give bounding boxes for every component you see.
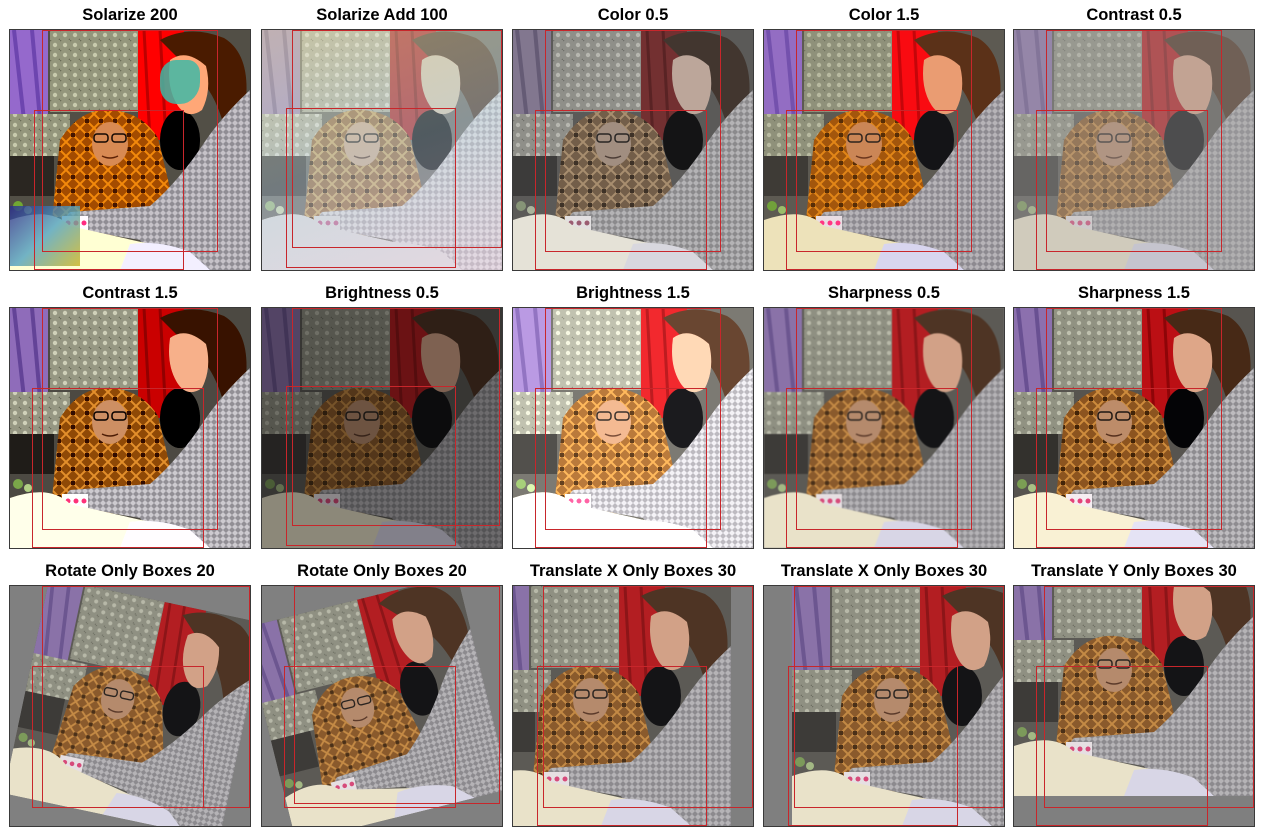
panel-title: Rotate Only Boxes 20 — [297, 562, 467, 580]
panel-title: Color 0.5 — [597, 6, 669, 24]
photo-scene — [262, 586, 502, 826]
augmented-photo — [261, 307, 503, 549]
photo-scene — [764, 30, 1004, 270]
augmented-photo — [9, 585, 251, 827]
augmentation-panel: Color 1.5 — [763, 0, 1005, 272]
augmentation-panel: Translate X Only Boxes 30 — [512, 556, 754, 828]
panel-title: Rotate Only Boxes 20 — [45, 562, 215, 580]
augmentation-panel: Sharpness 1.5 — [1013, 278, 1255, 550]
augmentation-panel: Translate X Only Boxes 30 — [763, 556, 1005, 828]
augmented-photo — [1013, 585, 1255, 827]
augmentation-panel: Contrast 1.5 — [9, 278, 251, 550]
augmentation-panel: Translate Y Only Boxes 30 — [1013, 556, 1255, 828]
augmented-photo — [512, 29, 754, 271]
panel-title: Contrast 0.5 — [1086, 6, 1182, 24]
augmentation-panel: Solarize 200 — [9, 0, 251, 272]
augmentation-panel: Rotate Only Boxes 20 — [261, 556, 503, 828]
augmented-photo — [763, 585, 1005, 827]
augmentation-panel: Brightness 0.5 — [261, 278, 503, 550]
panel-title: Translate X Only Boxes 30 — [780, 562, 988, 580]
augmented-photo — [9, 307, 251, 549]
solarize-overlay — [160, 60, 200, 104]
augmented-photo — [512, 585, 754, 827]
augmentation-panel: Brightness 1.5 — [512, 278, 754, 550]
gray-fill — [1014, 796, 1254, 826]
augmentation-panel: Rotate Only Boxes 20 — [9, 556, 251, 828]
photo-scene — [262, 30, 502, 270]
photo-scene — [764, 308, 1004, 548]
photo-scene — [792, 586, 1004, 826]
augmented-photo — [1013, 307, 1255, 549]
photo-scene — [1014, 30, 1254, 270]
augmented-photo — [9, 29, 251, 271]
photo-scene — [513, 308, 753, 548]
augmented-photo — [261, 29, 503, 271]
gray-fill — [731, 586, 753, 826]
panel-title: Translate X Only Boxes 30 — [529, 562, 737, 580]
augmented-photo — [763, 307, 1005, 549]
solarize-overlay — [262, 30, 502, 270]
photo-scene — [10, 586, 250, 826]
panel-title: Solarize 200 — [82, 6, 178, 24]
augmentation-panel: Solarize Add 100 — [261, 0, 503, 272]
photo-scene — [262, 308, 502, 548]
augmented-photo — [763, 29, 1005, 271]
augmented-photo — [1013, 29, 1255, 271]
photo-scene — [513, 30, 753, 270]
augmented-photo — [261, 585, 503, 827]
panel-title: Brightness 1.5 — [576, 284, 690, 302]
panel-title: Brightness 0.5 — [325, 284, 439, 302]
solarize-overlay — [10, 206, 80, 266]
augmentation-panel: Contrast 0.5 — [1013, 0, 1255, 272]
photo-scene — [1014, 308, 1254, 548]
panel-title: Contrast 1.5 — [82, 284, 178, 302]
augmentation-panel: Sharpness 0.5 — [763, 278, 1005, 550]
augmentation-panel: Color 0.5 — [512, 0, 754, 272]
photo-scene — [10, 308, 250, 548]
panel-title: Solarize Add 100 — [316, 6, 448, 24]
panel-title: Sharpness 0.5 — [828, 284, 940, 302]
panel-title: Color 1.5 — [848, 6, 920, 24]
gray-fill — [764, 586, 792, 826]
photo-scene — [513, 586, 731, 826]
photo-scene — [1014, 586, 1254, 796]
panel-title: Translate Y Only Boxes 30 — [1031, 562, 1237, 580]
augmented-photo — [512, 307, 754, 549]
panel-title: Sharpness 1.5 — [1078, 284, 1190, 302]
